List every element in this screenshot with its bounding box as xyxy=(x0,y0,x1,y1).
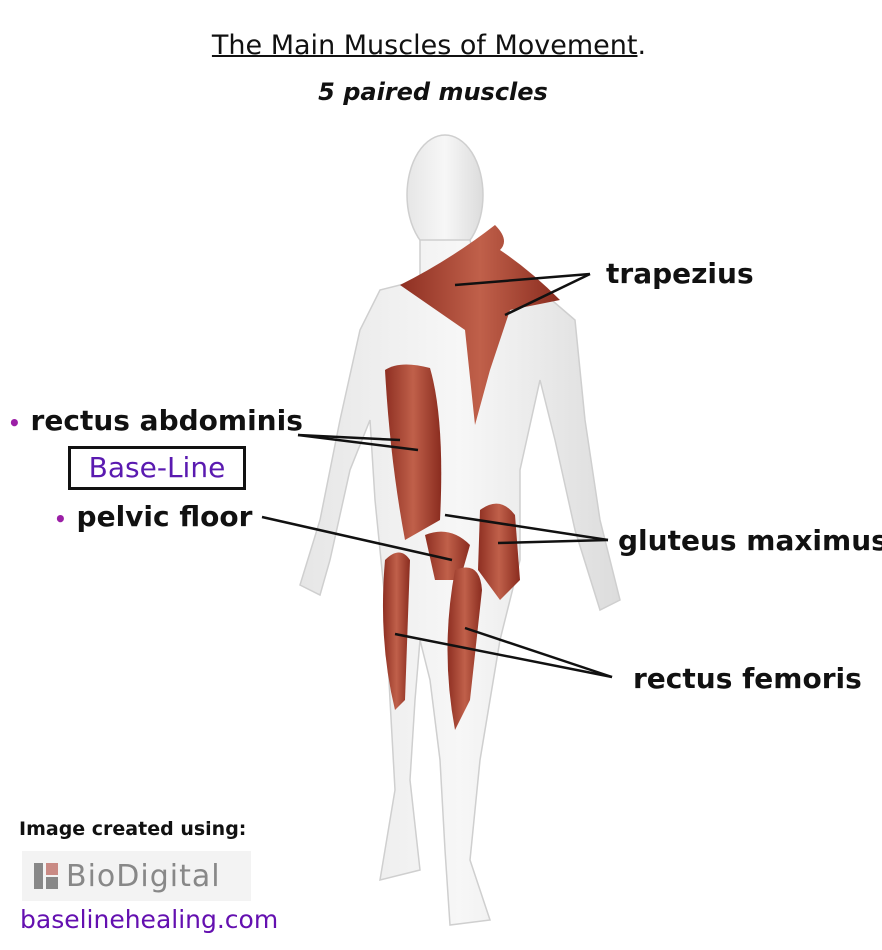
bullet-icon: • xyxy=(54,507,67,531)
website-link[interactable]: baselinehealing.com xyxy=(20,905,279,934)
biodigital-logo-icon xyxy=(34,863,58,889)
pelvic-floor-muscle xyxy=(425,531,470,580)
page-subtitle: 5 paired muscles xyxy=(318,78,548,106)
biodigital-logo-text: BioDigital xyxy=(66,858,221,894)
bullet-icon: • xyxy=(8,411,21,435)
label-rectus-femoris: rectus femoris xyxy=(633,662,862,695)
rectus-femoris-left xyxy=(382,552,410,710)
trapezius-muscle xyxy=(400,225,560,425)
label-text: pelvic floor xyxy=(76,500,253,533)
title-period: . xyxy=(637,30,647,61)
credit-text: Image created using: xyxy=(19,818,247,840)
rectus-abdominis-muscle xyxy=(385,364,442,540)
label-rectus-abdominis: • rectus abdominis xyxy=(8,404,303,437)
label-text: rectus abdominis xyxy=(30,404,303,437)
label-trapezius: trapezius xyxy=(606,257,754,290)
page-title: The Main Muscles of Movement. xyxy=(0,30,858,61)
biodigital-logo: BioDigital xyxy=(22,851,251,901)
label-pelvic-floor: • pelvic floor xyxy=(54,500,252,533)
leader-lines xyxy=(261,272,613,679)
title-text: The Main Muscles of Movement xyxy=(211,30,638,61)
label-gluteus-maximus: gluteus maximus xyxy=(618,524,882,557)
base-line-box: Base-Line xyxy=(68,446,246,490)
gluteus-maximus-muscle xyxy=(478,503,520,600)
